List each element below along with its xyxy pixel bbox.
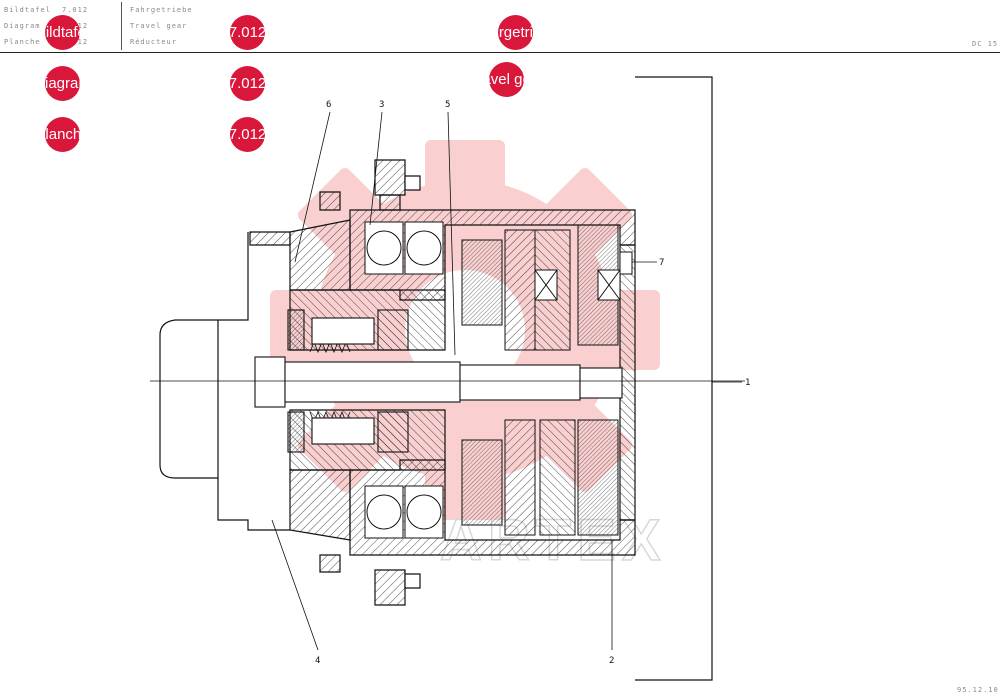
header-page-ref: DC 15: [972, 40, 999, 48]
badge-diagram[interactable]: Diagram: [45, 66, 80, 101]
planetary-stage: [461, 224, 633, 536]
badge-code-1[interactable]: 7.012: [230, 15, 265, 50]
header-title-en: Travel gear: [130, 22, 188, 30]
callout-1: 1: [745, 378, 750, 388]
callout-2: 2: [609, 656, 614, 666]
header-title-de: Fahrgetriebe: [130, 6, 193, 14]
header-label-3: Planche: [4, 38, 41, 46]
assembly-bracket: [635, 76, 713, 681]
badge-code-2[interactable]: 7.012: [230, 66, 265, 101]
callout-4: 4: [315, 656, 320, 666]
header-rule: [0, 52, 1000, 53]
footer-stamp: 95.12.10.99: [957, 686, 1000, 694]
badge-planche[interactable]: Planche: [45, 117, 80, 152]
badge-fahrgetriebe[interactable]: Fahrgetriebe: [498, 15, 533, 50]
callout-3: 3: [379, 100, 384, 110]
main-shaft: [254, 309, 623, 453]
badge-bildtafel[interactable]: Bildtafel: [45, 15, 80, 50]
badge-code-3[interactable]: 7.012: [230, 117, 265, 152]
header-divider: [121, 2, 122, 50]
callout-7: 7: [659, 258, 664, 268]
header-label-2: Diagram: [4, 22, 41, 30]
badge-travel-gear[interactable]: Travel gear: [489, 62, 524, 97]
callout-6: 6: [326, 100, 331, 110]
leader-lines: [271, 111, 742, 651]
header-label-1: Bildtafel: [4, 6, 51, 14]
header-code-1: 7.012: [62, 6, 89, 14]
header-title-fr: Réducteur: [130, 38, 177, 46]
callout-5: 5: [445, 100, 450, 110]
bearings: [364, 221, 444, 539]
